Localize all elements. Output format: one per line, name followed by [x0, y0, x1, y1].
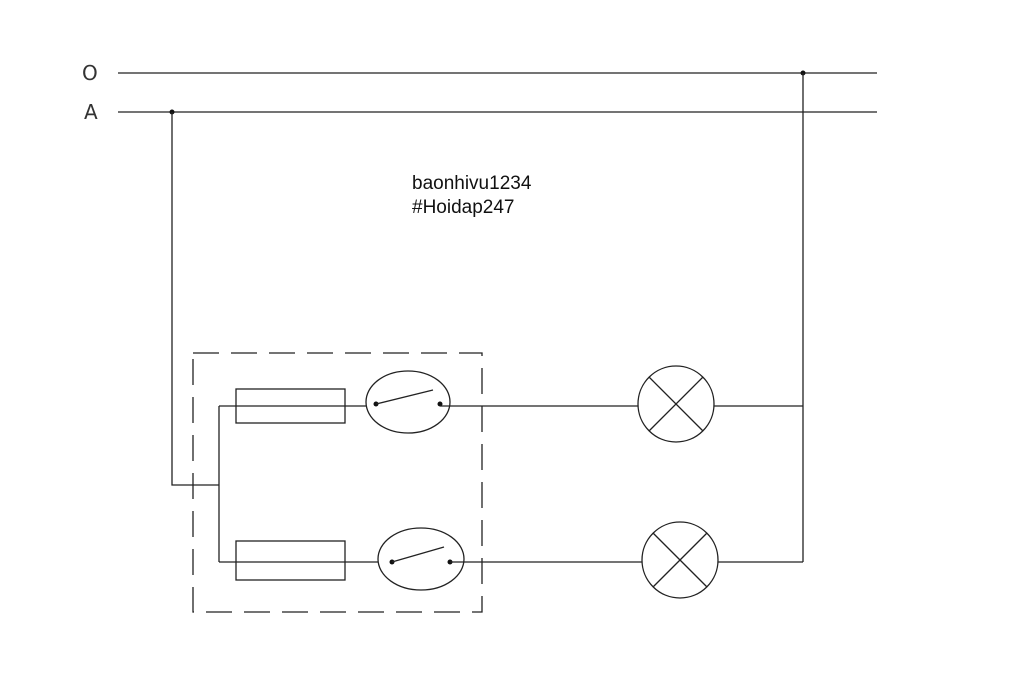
- lamp-bottom-circle: [641, 521, 719, 599]
- branch-bottom: [235, 521, 803, 599]
- lamp-bottom-cross-b: [652, 532, 708, 588]
- lamp-top-cross-b: [648, 376, 704, 432]
- rail-label-a: A: [84, 100, 98, 124]
- rail-label-o: O: [82, 61, 98, 85]
- lamp-top: [637, 365, 715, 443]
- switch-top-blade: [375, 389, 434, 405]
- watermark-hashtag: #Hoidap247: [412, 197, 514, 218]
- switch-bottom-housing: [377, 527, 465, 591]
- watermark-username: baonhivu1234: [412, 173, 532, 194]
- lamp-bottom: [641, 521, 719, 599]
- lamp-top-circle: [637, 365, 715, 443]
- branch-top: [235, 365, 803, 443]
- switch-top-contact-right: [437, 401, 443, 407]
- phase-drop-wire: [171, 112, 219, 486]
- distribution-board-enclosure: [192, 352, 483, 613]
- fuse-bottom: [235, 540, 346, 581]
- switch-bottom-blade: [391, 546, 445, 563]
- switch-top-housing: [365, 370, 451, 434]
